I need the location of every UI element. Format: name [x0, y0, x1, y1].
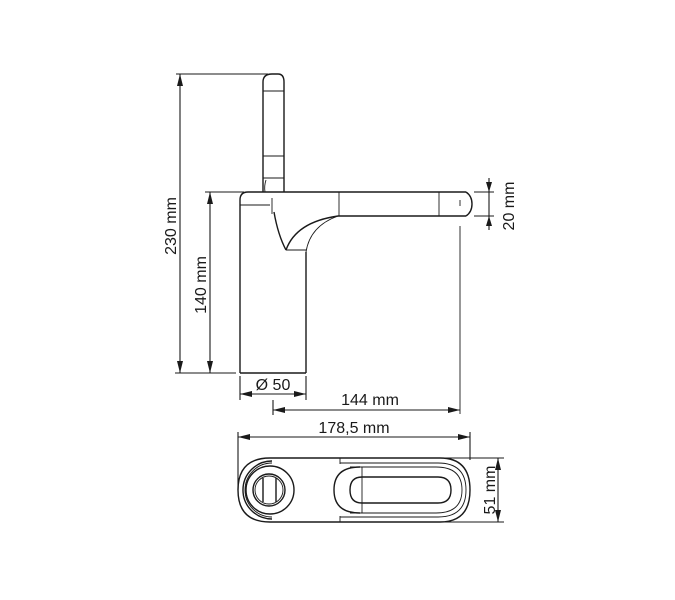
dimension-total-length: 178,5 mm	[237, 420, 471, 490]
top-view	[237, 457, 471, 523]
lever-handle	[262, 73, 285, 193]
dimension-body-height: 140 mm	[193, 191, 244, 373]
top-spout	[333, 458, 467, 522]
total-length-label: 178,5 mm	[318, 420, 389, 437]
spout-reach-label: 144 mm	[341, 392, 399, 409]
dimension-spout-thickness: 20 mm	[474, 178, 518, 230]
dimension-spout-reach: 144 mm	[272, 392, 460, 415]
spout-thickness-label: 20 mm	[501, 182, 518, 231]
dimension-body-diameter: Ø 50	[239, 376, 307, 400]
dimension-total-height: 230 mm	[163, 73, 268, 374]
faucet-body	[239, 191, 307, 374]
top-body-circle	[242, 460, 295, 520]
total-height-label: 230 mm	[163, 197, 180, 255]
body-diameter-label: Ø 50	[256, 377, 291, 394]
top-width-label: 51 mm	[482, 466, 499, 515]
body-height-label: 140 mm	[193, 256, 210, 314]
side-view	[239, 73, 473, 414]
dimension-top-width: 51 mm	[440, 457, 504, 523]
spout	[248, 191, 473, 414]
